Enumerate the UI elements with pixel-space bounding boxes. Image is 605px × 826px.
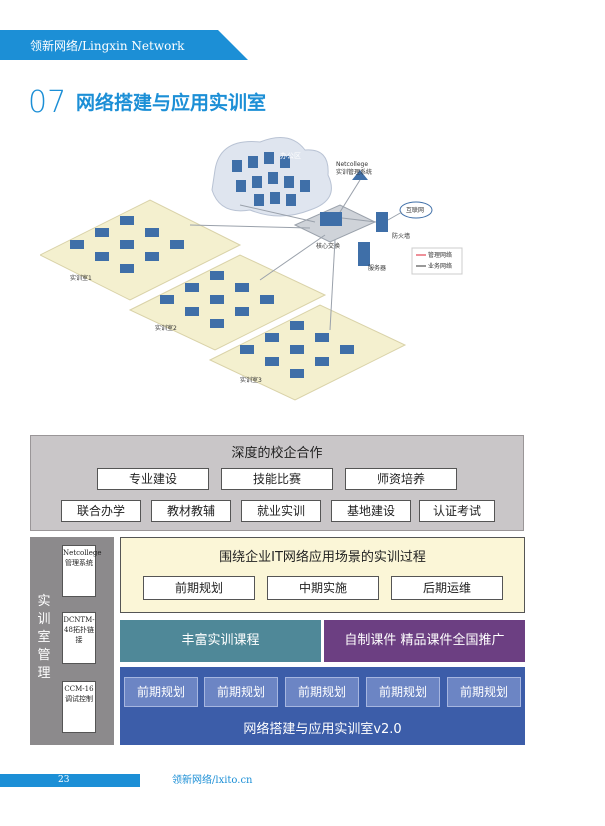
legend-biz: 业务网络	[428, 262, 452, 270]
header-band: 领新网络/Lingxin Network	[0, 30, 248, 60]
promotion-banner: 自制课件 精品课件全国推广	[324, 620, 525, 662]
management-item: CCM-16调试控制	[62, 681, 96, 733]
process-step: 后期运维	[391, 576, 503, 600]
coop-item: 教材教辅	[151, 500, 231, 522]
core-label: 核心交换	[316, 242, 340, 250]
coop-item: 师资培养	[345, 468, 457, 490]
lab-module: 前期规划	[366, 677, 440, 707]
netcollege-icon	[352, 170, 368, 180]
server-label: 服务器	[368, 264, 386, 272]
footer-site-link[interactable]: 领新网络/lxito.cn	[172, 775, 253, 786]
management-item: Netcollege管理系统	[62, 545, 101, 597]
process-panel: 围绕企业IT网络应用场景的实训过程 前期规划 中期实施 后期运维	[120, 537, 525, 613]
internet-label: 互联网	[406, 206, 424, 214]
coop-item: 专业建设	[97, 468, 209, 490]
room2-label: 实训室2	[155, 324, 177, 332]
lab-module: 前期规划	[285, 677, 359, 707]
cooperation-panel: 深度的校企合作 专业建设 技能比赛 师资培养 联合办学 教材教辅 就业实训 基地…	[30, 435, 524, 531]
process-step: 中期实施	[267, 576, 379, 600]
lab-title: 网络搭建与应用实训室v2.0	[243, 722, 402, 737]
lab-panel: 前期规划 前期规划 前期规划 前期规划 前期规划 网络搭建与应用实训室v2.0	[120, 667, 525, 745]
footer-band	[0, 774, 140, 787]
firewall-label: 防火墙	[392, 232, 410, 240]
section-number: 07	[28, 85, 67, 120]
network-links	[189, 179, 403, 331]
network-diagram: 办公区 实训室1 实训室2	[40, 130, 480, 410]
lab-module: 前期规划	[124, 677, 198, 707]
management-item: DCNTM-48拓扑链接	[62, 612, 96, 664]
management-panel: 实训室管理 Netcollege管理系统 DCNTM-48拓扑链接 CCM-16…	[30, 537, 114, 745]
coop-item: 认证考试	[419, 500, 495, 522]
lab-room-3: 实训室3	[208, 304, 407, 401]
legend-mgmt: 管理网络	[428, 251, 452, 259]
brand-text: 领新网络/Lingxin Network	[30, 39, 185, 53]
netcollege-sub-label: 实训管理系统	[336, 168, 372, 176]
courses-banner: 丰富实训课程	[120, 620, 321, 662]
lab-module: 前期规划	[204, 677, 278, 707]
lab-room-2: 实训室2	[128, 254, 327, 351]
room1-label: 实训室1	[70, 274, 92, 282]
cooperation-title: 深度的校企合作	[231, 446, 323, 461]
internet-icon	[399, 201, 433, 219]
section-title: 网络搭建与应用实训室	[76, 92, 267, 114]
process-title: 围绕企业IT网络应用场景的实训过程	[219, 550, 426, 565]
management-label: 实训室管理	[37, 594, 51, 681]
process-step: 前期规划	[143, 576, 255, 600]
coop-item: 基地建设	[331, 500, 411, 522]
firewall-icon	[376, 212, 388, 232]
office-label: 办公区	[280, 151, 301, 160]
lab-module: 前期规划	[447, 677, 521, 707]
coop-item: 技能比赛	[221, 468, 333, 490]
coop-item: 联合办学	[61, 500, 141, 522]
netcollege-label: Netcollege	[336, 161, 368, 168]
diagram-legend: 管理网络 业务网络	[411, 247, 463, 275]
network-diagram-svg: 办公区 实训室1 实训室2	[40, 137, 463, 401]
page-number: 23	[58, 775, 70, 785]
core-switch-icon	[320, 212, 342, 226]
room3-label: 实训室3	[240, 376, 262, 384]
office-workstations	[232, 152, 310, 206]
coop-item: 就业实训	[241, 500, 321, 522]
server-icon	[358, 242, 370, 266]
